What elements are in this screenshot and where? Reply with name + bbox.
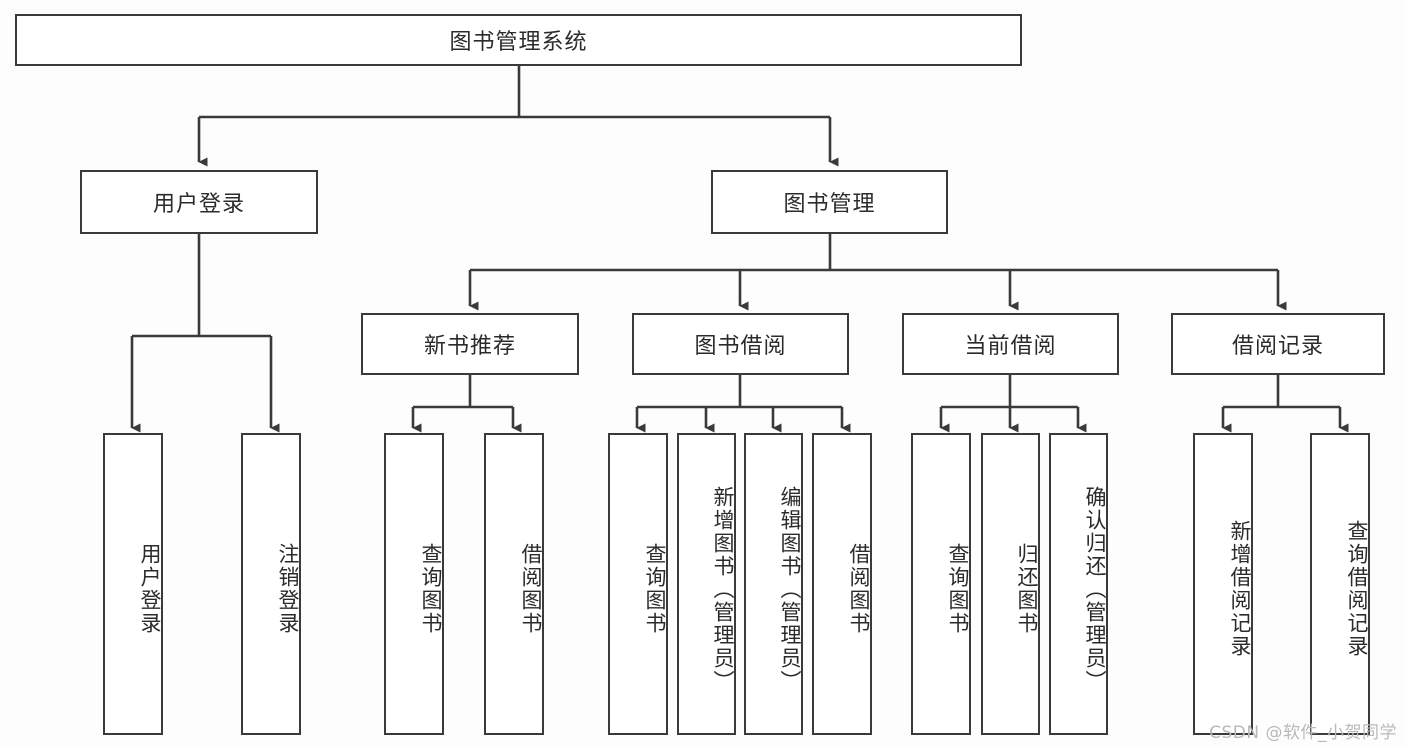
node-leaf-query-book-2-label: 查询图书 (643, 543, 667, 635)
node-leaf-edit-book-admin[interactable]: 编辑图书（管理员） (744, 433, 803, 735)
node-borrow-record-label: 借阅记录 (1231, 334, 1324, 359)
node-leaf-user-login[interactable]: 用户登录 (103, 433, 163, 735)
node-borrow-record[interactable]: 借阅记录 (1171, 313, 1385, 375)
node-leaf-query-borrow-record-label: 查询借阅记录 (1345, 520, 1369, 658)
node-leaf-return-book[interactable]: 归还图书 (981, 433, 1040, 735)
node-leaf-add-borrow-record[interactable]: 新增借阅记录 (1193, 433, 1253, 735)
node-book-management-label: 图书管理 (783, 192, 876, 217)
node-leaf-edit-book-admin-label: 编辑图书（管理员） (778, 485, 802, 693)
node-leaf-logout[interactable]: 注销登录 (241, 433, 301, 735)
node-leaf-borrow-book-2-label: 借阅图书 (847, 543, 871, 635)
node-leaf-user-login-label: 用户登录 (138, 543, 162, 635)
node-leaf-add-book-admin[interactable]: 新增图书（管理员） (677, 433, 736, 735)
node-leaf-add-book-admin-label: 新增图书（管理员） (711, 485, 735, 693)
node-leaf-query-book-3[interactable]: 查询图书 (911, 433, 971, 735)
node-root[interactable]: 图书管理系统 (15, 14, 1022, 66)
node-leaf-query-book-3-label: 查询图书 (946, 543, 970, 635)
node-leaf-query-borrow-record[interactable]: 查询借阅记录 (1310, 433, 1370, 735)
node-new-book-recommend-label: 新书推荐 (423, 334, 516, 359)
node-leaf-logout-label: 注销登录 (276, 543, 300, 635)
node-leaf-borrow-book-1[interactable]: 借阅图书 (484, 433, 544, 735)
node-leaf-query-book-1-label: 查询图书 (419, 543, 443, 635)
node-leaf-borrow-book-2[interactable]: 借阅图书 (812, 433, 872, 735)
node-leaf-confirm-return-admin[interactable]: 确认归还（管理员） (1049, 433, 1108, 735)
node-leaf-query-book-1[interactable]: 查询图书 (384, 433, 444, 735)
node-leaf-confirm-return-admin-label: 确认归还（管理员） (1083, 485, 1107, 693)
node-leaf-borrow-book-1-label: 借阅图书 (519, 543, 543, 635)
node-user-login-label: 用户登录 (152, 192, 245, 217)
node-book-management[interactable]: 图书管理 (711, 170, 948, 234)
node-book-borrow-label: 图书借阅 (694, 334, 787, 359)
csdn-watermark: CSDN @软件_小贺同学 (1209, 723, 1397, 743)
node-new-book-recommend[interactable]: 新书推荐 (361, 313, 579, 375)
node-leaf-query-book-2[interactable]: 查询图书 (608, 433, 668, 735)
node-current-borrow[interactable]: 当前借阅 (902, 313, 1119, 375)
node-current-borrow-label: 当前借阅 (964, 334, 1057, 359)
node-root-label: 图书管理系统 (449, 30, 588, 55)
node-leaf-return-book-label: 归还图书 (1015, 543, 1039, 635)
node-book-borrow[interactable]: 图书借阅 (632, 313, 849, 375)
node-user-login[interactable]: 用户登录 (80, 170, 318, 234)
node-leaf-add-borrow-record-label: 新增借阅记录 (1228, 520, 1252, 658)
